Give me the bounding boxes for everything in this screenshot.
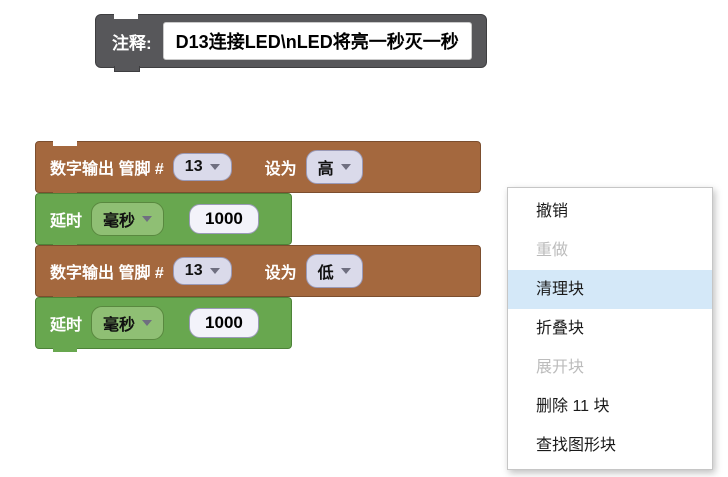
menu-item-undo[interactable]: 撤销 [536,203,569,220]
pin-value: 13 [184,158,203,175]
block-delay-2[interactable]: 延时 毫秒 1000 [35,297,292,352]
unit-dropdown[interactable]: 毫秒 [91,306,165,340]
chevron-down-icon [340,268,351,274]
menu-item-cleanup-blocks[interactable]: 清理块 [508,270,712,309]
menu-item-redo: 重做 [536,242,569,259]
comment-block-label: 注释: [112,33,152,53]
block-digital-write-1[interactable]: 数字输出 管脚 # 13 设为 高 [35,141,481,196]
delay-value-field[interactable]: 1000 [189,204,259,234]
comment-text-field[interactable]: D13连接LED\nLED将亮一秒灭一秒 [162,22,472,60]
delay-value-field[interactable]: 1000 [189,308,259,338]
unit-value: 毫秒 [103,317,136,334]
chevron-down-icon [209,268,220,274]
digital-write-label: 数字输出 管脚 # [50,161,164,178]
block-digital-write-2[interactable]: 数字输出 管脚 # 13 设为 低 [35,245,481,300]
set-to-label: 设为 [264,265,297,282]
menu-item-find-blocks[interactable]: 查找图形块 [536,437,617,454]
pin-dropdown[interactable]: 13 [172,153,232,181]
chevron-down-icon [340,164,351,170]
chevron-down-icon [209,164,220,170]
pin-dropdown[interactable]: 13 [172,257,232,285]
chevron-down-icon [142,216,153,222]
comment-block[interactable]: 注释: D13连接LED\nLED将亮一秒灭一秒 [95,14,487,72]
block-delay-1[interactable]: 延时 毫秒 1000 [35,193,292,248]
pin-value: 13 [184,262,203,279]
level-value: 低 [317,265,334,282]
menu-item-collapse-blocks[interactable]: 折叠块 [536,320,585,337]
chevron-down-icon [142,320,153,326]
level-dropdown[interactable]: 低 [305,254,363,288]
delay-label: 延时 [50,213,83,230]
delay-value: 1000 [205,209,243,228]
context-menu: 撤销 重做 清理块 折叠块 展开块 删除 11 块 查找图形块 [507,187,713,470]
delay-value: 1000 [205,313,243,332]
unit-dropdown[interactable]: 毫秒 [91,202,165,236]
digital-write-label: 数字输出 管脚 # [50,265,164,282]
delay-label: 延时 [50,317,83,334]
unit-value: 毫秒 [103,213,136,230]
level-value: 高 [317,161,334,178]
block-stack: 数字输出 管脚 # 13 设为 高 延时 毫秒 1000 数字输出 管脚 # [35,141,481,352]
level-dropdown[interactable]: 高 [305,150,363,184]
set-to-label: 设为 [264,161,297,178]
menu-item-delete-blocks[interactable]: 删除 11 块 [536,398,610,415]
menu-item-expand-blocks: 展开块 [536,359,585,376]
